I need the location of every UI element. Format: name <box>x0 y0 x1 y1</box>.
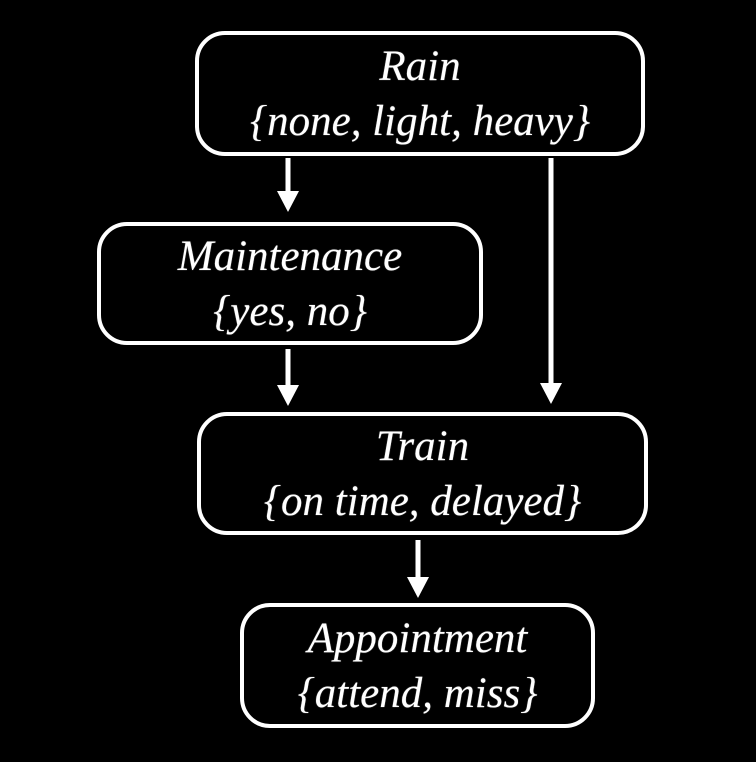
edge-rain-to-maintenance <box>277 158 299 212</box>
arrowhead-icon <box>540 383 562 404</box>
node-rain-values: {none, light, heavy} <box>249 97 591 145</box>
edge-maintenance-to-train <box>277 349 299 406</box>
edge-train-to-appointment <box>407 540 429 598</box>
arrowhead-icon <box>407 577 429 598</box>
node-train-label: Train <box>375 422 470 470</box>
node-maintenance-values: {yes, no} <box>213 287 367 335</box>
edge-rain-to-train <box>540 158 562 404</box>
node-train-values: {on time, delayed} <box>263 477 582 525</box>
arrowhead-icon <box>277 191 299 212</box>
node-appointment-label: Appointment <box>307 614 528 662</box>
node-rain: Rain {none, light, heavy} <box>195 31 645 156</box>
node-maintenance: Maintenance {yes, no} <box>97 222 483 345</box>
arrowhead-icon <box>277 385 299 406</box>
node-train: Train {on time, delayed} <box>197 412 648 535</box>
node-appointment-values: {attend, miss} <box>297 669 538 717</box>
node-maintenance-label: Maintenance <box>177 232 403 280</box>
node-appointment: Appointment {attend, miss} <box>240 603 595 728</box>
node-rain-label: Rain <box>379 42 461 90</box>
